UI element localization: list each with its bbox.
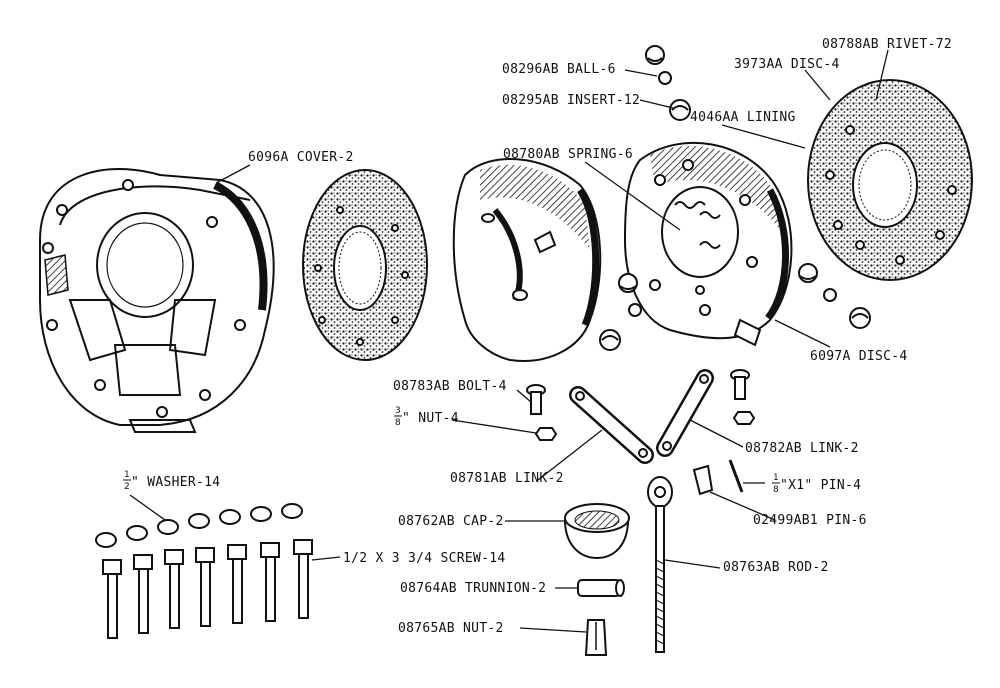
- nut-right: [732, 411, 756, 425]
- svg-text:8: 8: [773, 485, 779, 495]
- label-nut-08765ab: 08765AB NUT-2: [398, 621, 504, 636]
- label-rod: 08763AB ROD-2: [723, 560, 829, 575]
- label-link-08781ab: 08781AB LINK-2: [450, 471, 564, 486]
- label-lining: 4046AA LINING: [690, 110, 796, 125]
- cotter-pin: [728, 459, 744, 493]
- washers: [95, 503, 303, 548]
- screws: [102, 539, 313, 639]
- lined-disc-3973aa: [807, 79, 973, 281]
- nut-08765ab: [584, 619, 608, 656]
- svg-text:" NUT-4: " NUT-4: [402, 411, 459, 426]
- bolt-right: [730, 369, 750, 400]
- nut-3-8: [534, 427, 558, 441]
- label-insert: 08295AB INSERT-12: [502, 93, 640, 108]
- label-rivet: 08788AB RIVET-72: [822, 37, 952, 52]
- svg-text:1: 1: [773, 473, 779, 483]
- label-link-08782ab: 08782AB LINK-2: [745, 441, 859, 456]
- bolt-08783ab: [526, 384, 546, 415]
- disc-6097a-part: [623, 141, 793, 347]
- label-cap: 08762AB CAP-2: [398, 514, 504, 529]
- label-trunnion: 08764AB TRUNNION-2: [400, 581, 546, 596]
- label-disc-3973aa: 3973AA DISC-4: [734, 57, 840, 72]
- svg-text:2: 2: [124, 482, 130, 492]
- label-disc-6097a: 6097A DISC-4: [810, 349, 908, 364]
- label-spring: 08780AB SPRING-6: [503, 147, 633, 162]
- pressure-plate: [452, 158, 602, 362]
- friction-disc: [302, 169, 428, 361]
- label-ball: 08296AB BALL-6: [502, 62, 616, 77]
- label-cover: 6096A COVER-2: [248, 150, 354, 165]
- svg-text:"X1" PIN-4: "X1" PIN-4: [780, 478, 861, 493]
- label-washer: 1 2 " WASHER-14: [123, 470, 220, 492]
- label-pin-02499ab1: 02499AB1 PIN-6: [753, 513, 867, 528]
- link-08782ab: [656, 369, 714, 457]
- label-nut-3-8: 3 8 " NUT-4: [394, 406, 459, 428]
- rod-08763ab: [647, 476, 673, 653]
- label-screw: 1/2 X 3 3/4 SCREW-14: [343, 551, 506, 566]
- link-08781ab: [569, 386, 654, 464]
- svg-text:" WASHER-14: " WASHER-14: [131, 475, 220, 490]
- label-bolt: 08783AB BOLT-4: [393, 379, 507, 394]
- leader-lines: [129, 49, 889, 633]
- cover-part: [39, 168, 275, 433]
- svg-text:1: 1: [124, 470, 130, 480]
- cap-08762ab: [563, 503, 630, 560]
- balls-and-inserts: [599, 45, 871, 351]
- label-pin-1-8: 1 8 "X1" PIN-4: [772, 473, 861, 495]
- svg-text:3: 3: [395, 406, 401, 416]
- pin-02499ab1: [692, 464, 714, 496]
- svg-text:8: 8: [395, 418, 401, 428]
- trunnion-08764ab: [577, 579, 625, 597]
